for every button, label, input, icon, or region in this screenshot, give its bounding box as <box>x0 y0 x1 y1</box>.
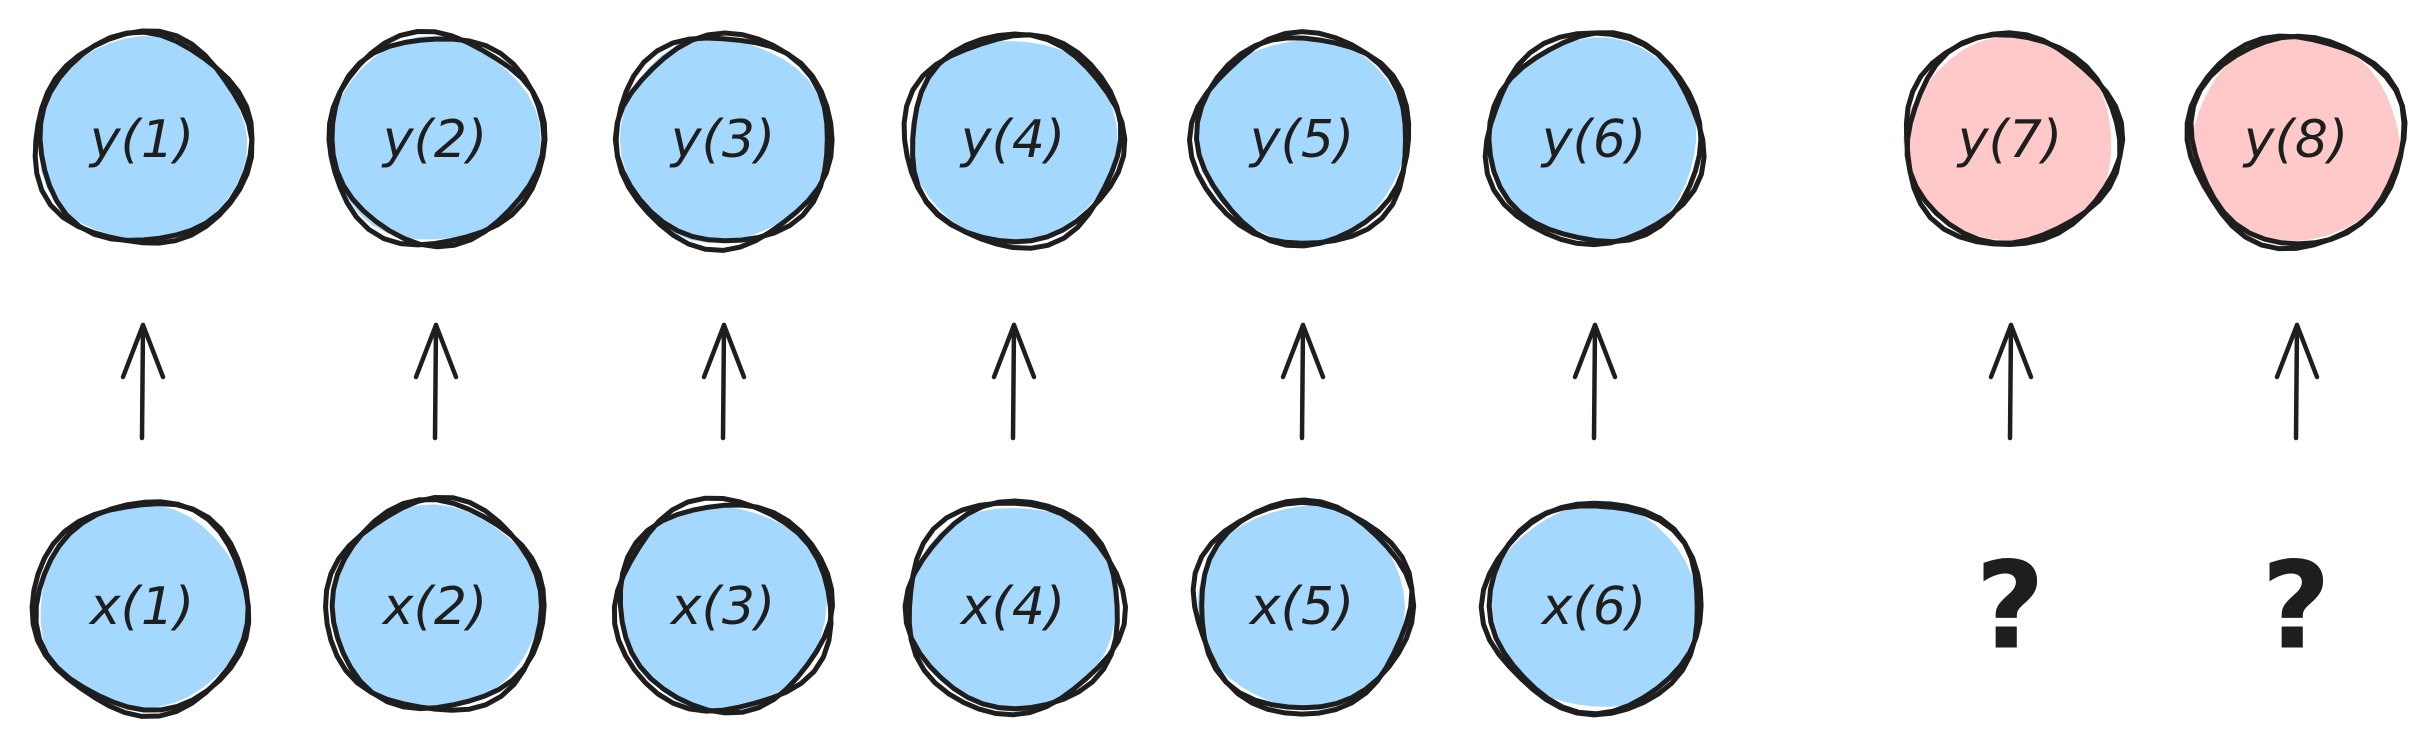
output-node-2-fill <box>332 35 541 240</box>
output-node-2: y(2) <box>326 29 548 250</box>
output-node-2-label: y(2) <box>381 110 487 170</box>
output-node-5-outline-2 <box>1194 35 1412 249</box>
input-node-4-outline-2 <box>902 498 1120 712</box>
arrow-head-icon <box>1572 322 1618 380</box>
arrow-shaft <box>720 322 727 441</box>
arrows-layer <box>120 322 2320 441</box>
input-node-3-outline-2 <box>618 502 835 716</box>
output-node-6-fill <box>1488 37 1697 242</box>
output-node-1-outline <box>32 28 255 246</box>
input-node-6-label: x(6) <box>1540 577 1646 637</box>
arrow-head-icon <box>120 322 166 380</box>
input-node-4-outline <box>906 500 1128 718</box>
output-node-6: y(6) <box>1482 30 1707 248</box>
output-node-2-outline-2 <box>329 36 547 250</box>
input-node-6-outline-2 <box>1486 503 1704 717</box>
arrow-7 <box>1988 322 2034 441</box>
output-node-3: y(3) <box>612 30 835 253</box>
input-node-5-fill <box>1197 505 1406 711</box>
output-node-1-fill <box>39 36 248 240</box>
input-node-2-fill <box>333 504 542 709</box>
input-node-4: x(4) <box>902 498 1128 718</box>
arrow-shaft <box>1299 322 1306 441</box>
output-node-8: y(8) <box>2184 33 2408 252</box>
input-node-3-fill <box>618 506 827 711</box>
output-node-4: y(4) <box>901 31 1128 251</box>
output-node-1: y(1) <box>32 28 255 246</box>
input-node-2-outline-2 <box>329 497 547 712</box>
output-node-3-fill <box>619 37 828 243</box>
output-node-4-label: y(4) <box>959 110 1065 170</box>
inputs-row: x(1) x(2) x(3) x(4) x(5) x(6)?? <box>29 495 2331 719</box>
input-node-5-outline-2 <box>1199 497 1417 711</box>
unknown-input-7: ? <box>1975 538 2045 677</box>
output-node-5-label: y(5) <box>1248 110 1354 170</box>
output-node-3-label: y(3) <box>669 110 775 170</box>
arrow-5 <box>1280 322 1326 441</box>
output-node-4-outline <box>901 32 1124 251</box>
input-node-2-label: x(2) <box>381 577 487 637</box>
arrow-head-icon <box>701 322 747 380</box>
arrow-shaft <box>1010 322 1017 441</box>
input-node-1: x(1) <box>29 499 252 719</box>
arrow-4 <box>991 322 1037 441</box>
arrow-head-icon <box>2274 322 2320 380</box>
arrow-3 <box>701 322 747 441</box>
arrow-shaft <box>1591 322 1598 441</box>
output-node-8-outline-2 <box>2188 33 2408 247</box>
arrow-shaft <box>139 322 146 441</box>
input-node-3: x(3) <box>611 495 835 716</box>
arrow-shaft <box>2007 322 2014 441</box>
output-node-3-outline-2 <box>612 30 830 244</box>
input-node-1-fill <box>40 504 249 709</box>
input-node-6-fill <box>1489 502 1697 707</box>
output-node-8-fill <box>2191 37 2401 242</box>
arrow-1 <box>120 322 166 441</box>
arrow-head-icon <box>991 322 1037 380</box>
output-node-6-outline-2 <box>1486 30 1704 245</box>
input-node-6: x(6) <box>1478 500 1704 718</box>
output-node-7-label: y(7) <box>1956 110 2062 170</box>
input-node-1-label: x(1) <box>88 577 194 637</box>
output-node-4-fill <box>909 41 1118 245</box>
input-node-1-outline-2 <box>33 499 252 713</box>
arrow-head-icon <box>1988 322 2034 380</box>
output-node-8-label: y(8) <box>2242 110 2348 170</box>
unknown-input-8: ? <box>2261 538 2331 677</box>
arrow-shaft <box>432 322 439 441</box>
output-node-7: y(7) <box>1903 30 2126 247</box>
arrow-shaft <box>2293 322 2300 441</box>
input-node-4-label: x(4) <box>959 577 1065 637</box>
input-node-5-label: x(5) <box>1248 577 1354 637</box>
arrow-6 <box>1572 322 1618 441</box>
output-node-7-fill <box>1903 36 2112 241</box>
input-node-4-fill <box>907 508 1116 712</box>
output-node-7-outline-2 <box>1904 32 2123 246</box>
output-node-5-fill <box>1198 39 1407 244</box>
input-node-2: x(2) <box>323 495 547 713</box>
outputs-row: y(1) y(2) y(3) y(4) y(5) y(6) y(7) y(8) <box>32 28 2408 253</box>
output-node-1-outline-2 <box>37 29 255 243</box>
output-node-4-outline-2 <box>910 31 1128 245</box>
arrow-head-icon <box>413 322 459 380</box>
arrow-2 <box>413 322 459 441</box>
input-node-5: x(5) <box>1190 497 1417 717</box>
input-node-2-outline <box>323 495 544 713</box>
arrow-head-icon <box>1280 322 1326 380</box>
arrow-8 <box>2274 322 2320 441</box>
output-node-1-label: y(1) <box>88 110 194 170</box>
output-node-5: y(5) <box>1187 29 1412 249</box>
output-node-6-label: y(6) <box>1540 110 1646 170</box>
input-node-3-label: x(3) <box>669 577 775 637</box>
